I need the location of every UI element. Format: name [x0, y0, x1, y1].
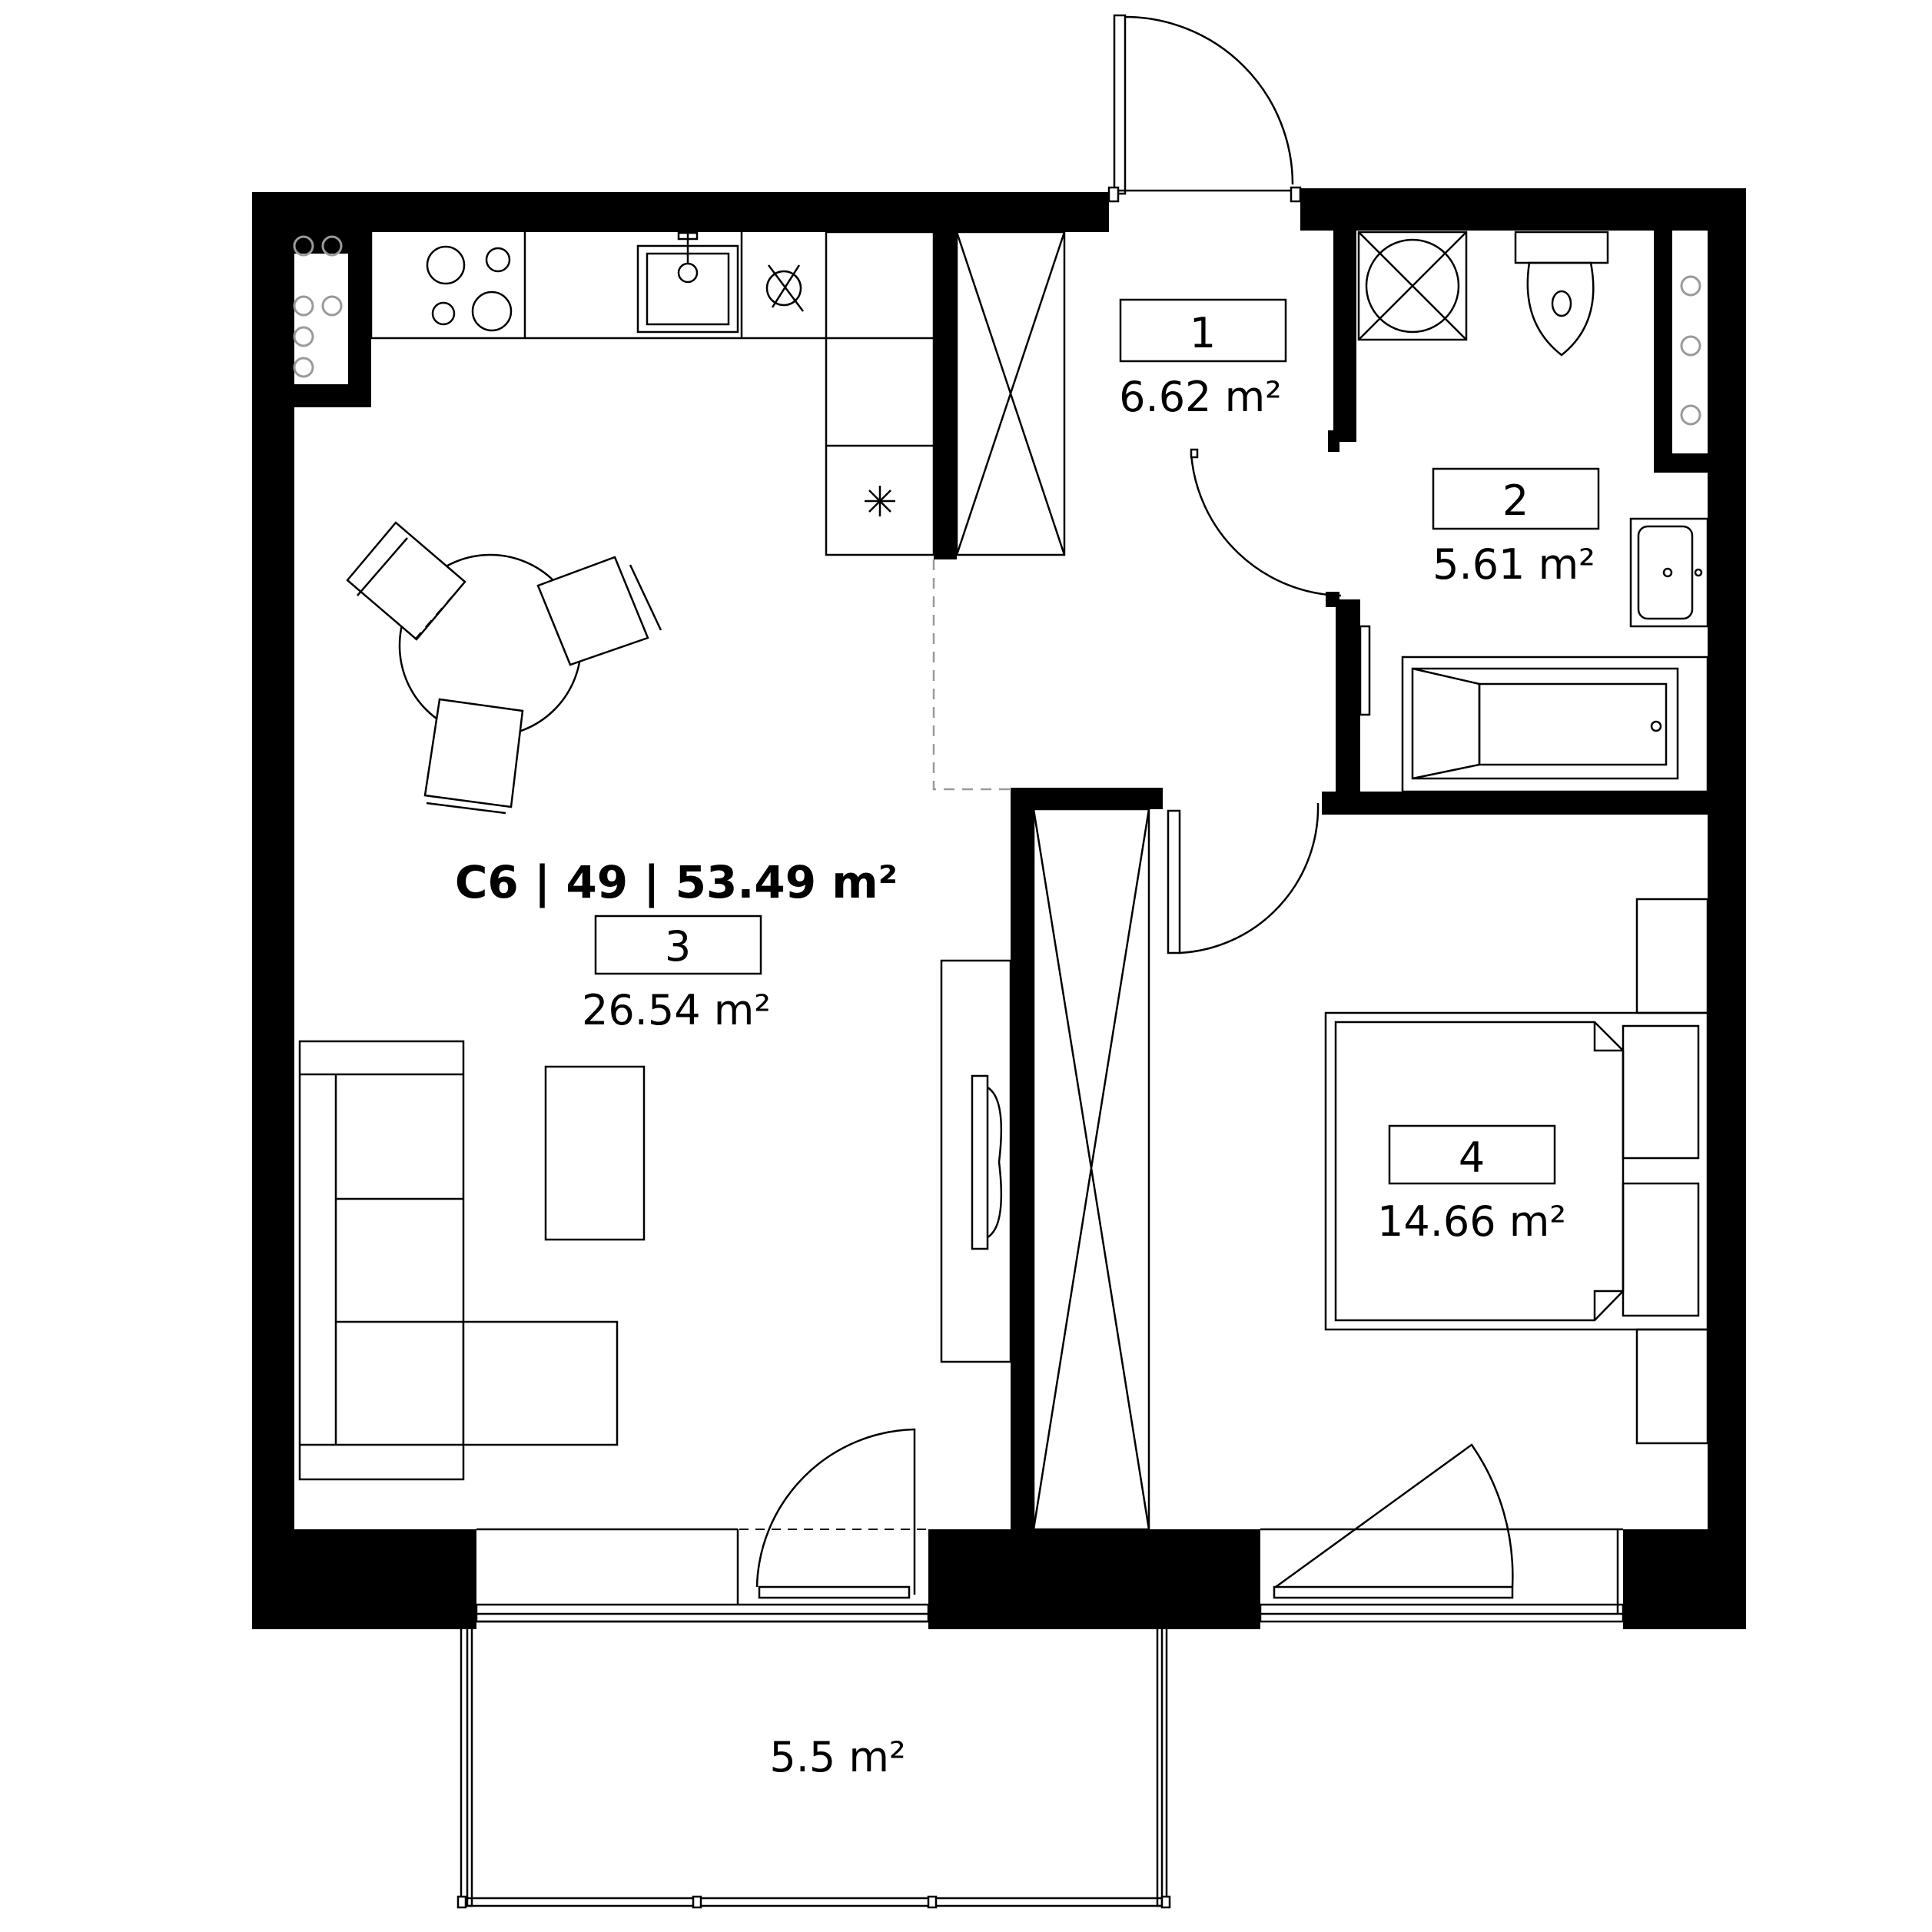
- washing-machine-icon: [1357, 231, 1468, 341]
- toilet-icon: [1514, 231, 1609, 357]
- room-1-number: 1: [1190, 309, 1216, 357]
- bedroom-window[interactable]: [1259, 1443, 1625, 1623]
- towel-rail-icon: [1359, 625, 1371, 716]
- walls: [252, 188, 1746, 1629]
- bed: [1324, 1011, 1709, 1331]
- bath-shelf-icon: [1680, 275, 1701, 426]
- dining-table: [346, 521, 662, 815]
- room-4-label: 4 14.66 m²: [1377, 1124, 1566, 1246]
- bathroom-door[interactable]: [1190, 448, 1342, 597]
- balcony-area: 5.5 m²: [769, 1733, 905, 1781]
- living-window: [475, 1528, 930, 1623]
- room-2-label: 2 5.61 m²: [1432, 467, 1600, 589]
- dishwasher-icon: [765, 264, 804, 312]
- entrance-door[interactable]: [1107, 14, 1302, 203]
- room-4-number: 4: [1459, 1134, 1485, 1182]
- washbasin-icon: [1629, 517, 1709, 628]
- coffee-table: [544, 1065, 646, 1241]
- balcony-label: 5.5 m²: [769, 1733, 905, 1781]
- kitchen-counter: [370, 231, 935, 556]
- room-3-number: 3: [665, 922, 691, 971]
- stove-icon: [426, 245, 513, 332]
- unit-summary: C6 | 49 | 53.49 m²: [455, 856, 898, 908]
- room-1-label: 1 6.62 m²: [1119, 298, 1287, 421]
- room-4-area: 14.66 m²: [1377, 1197, 1566, 1246]
- wardrobe-bedroom: [1032, 808, 1150, 1531]
- sink-icon: [636, 231, 739, 334]
- open-zone-outline: [932, 559, 1011, 791]
- tv-cabinet: [940, 959, 1012, 1363]
- bathtub-icon: [1401, 656, 1709, 793]
- nightstand-top: [1635, 898, 1709, 1014]
- nightstand-bottom: [1635, 1328, 1709, 1445]
- balcony-door[interactable]: [739, 1428, 928, 1599]
- sofa: [298, 1040, 619, 1481]
- shelf-icon: [293, 235, 343, 378]
- wardrobe-top: [955, 231, 1066, 556]
- bedroom-door[interactable]: [1167, 802, 1320, 954]
- room-2-area: 5.61 m²: [1432, 540, 1595, 589]
- fridge-icon: [865, 486, 895, 516]
- balcony: [456, 1620, 1171, 1909]
- room-2-number: 2: [1502, 476, 1529, 525]
- room-3-area: 26.54 m²: [582, 986, 771, 1034]
- room-1-area: 6.62 m²: [1119, 373, 1282, 421]
- room-3-label: C6 | 49 | 53.49 m² 3 26.54 m²: [455, 856, 898, 1034]
